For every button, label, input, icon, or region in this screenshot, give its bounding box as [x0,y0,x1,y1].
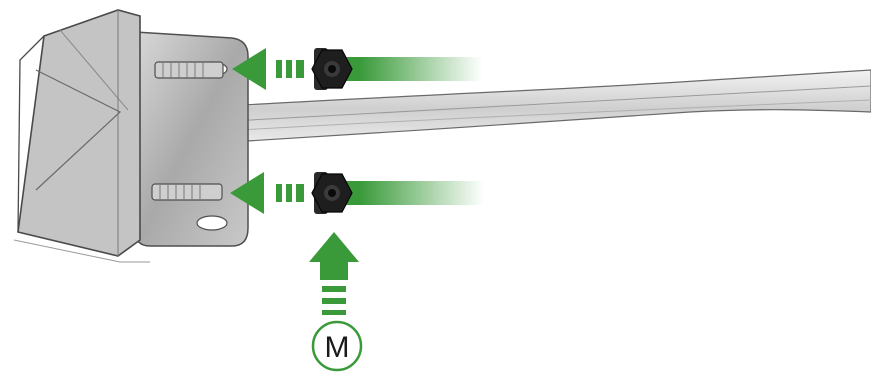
callout-up-arrow [309,232,359,315]
lower-arrow-tail [360,181,484,205]
lower-slot [197,216,227,230]
arrow-up-icon [309,232,359,262]
callout-label: M [325,331,350,364]
callout-badge: M [313,322,361,370]
lower-stud [152,184,222,200]
housing [14,10,150,262]
lower-insert-arrow [230,172,484,214]
upper-arrow-tail [360,57,482,81]
upper-insert-arrow [232,48,482,90]
lower-nut [312,172,352,214]
upper-nut [312,48,352,90]
upper-stud [155,62,223,78]
